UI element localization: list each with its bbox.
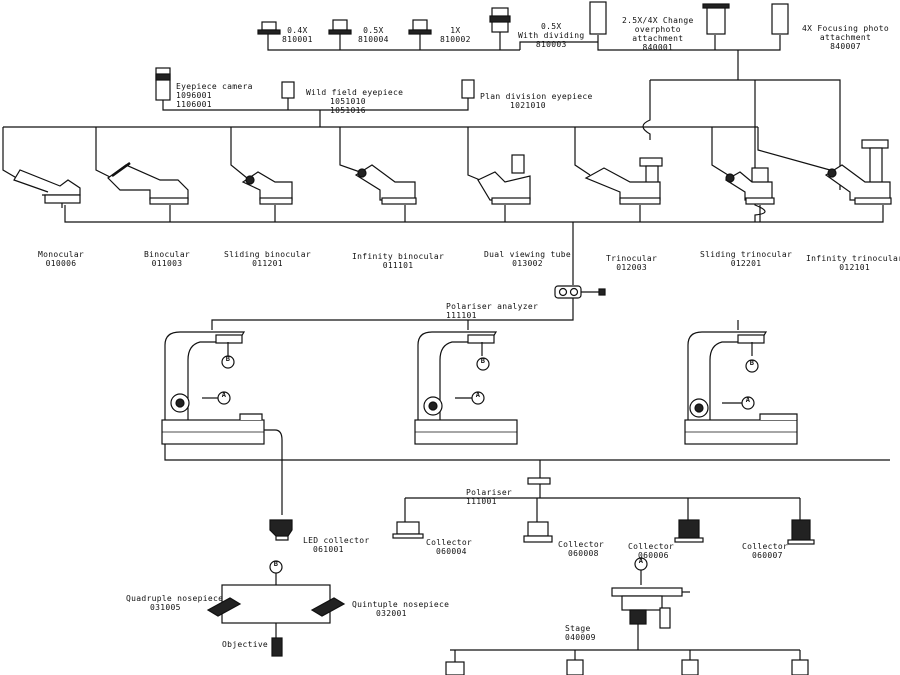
marker-b-text-2: B	[480, 357, 486, 365]
heads-bus-lines	[2, 126, 884, 285]
led-collector-icon	[269, 519, 293, 541]
microscope-stand-2-icon	[414, 331, 518, 445]
stands-bus-lines	[164, 298, 890, 480]
marker-a-text-4: A	[638, 557, 644, 565]
wide-field-eyepiece-icon	[281, 81, 295, 99]
eyepiece-camera-icon	[155, 67, 171, 101]
change-photo-icon	[589, 1, 607, 35]
sliding-trinocular-head-icon	[724, 167, 775, 205]
bottom-parts-icons	[445, 659, 809, 675]
marker-a-text-1: A	[221, 391, 227, 399]
microscope-stand-3-icon	[684, 331, 798, 445]
marker-b-text-1: B	[225, 355, 231, 363]
marker-a-circle-1	[217, 391, 231, 405]
c-mount-dividing-icon	[489, 7, 511, 33]
top-connector-lines	[267, 30, 841, 222]
c-mount-05-icon	[328, 19, 352, 35]
sliding-binocular-head-icon	[241, 171, 293, 205]
polariser-icon	[527, 477, 551, 485]
quintuple-nosepiece-icon	[310, 597, 346, 617]
dual-viewing-head-icon	[477, 154, 531, 205]
c-mount-1-icon	[408, 19, 432, 35]
objective-icon	[271, 637, 283, 657]
collector-3-icon	[674, 519, 704, 543]
microscope-stand-1-icon	[161, 331, 283, 515]
collector-2-icon	[523, 521, 553, 543]
collector-1-icon	[392, 521, 424, 539]
objective-label: Objective	[222, 640, 269, 649]
infinity-binocular-head-icon	[354, 164, 417, 205]
marker-b-text-4: B	[273, 560, 279, 568]
marker-a-circle-3	[741, 396, 755, 410]
collector-4-icon	[787, 519, 815, 545]
polariser-analyzer-icon	[554, 285, 606, 299]
marker-b-text-3: B	[749, 359, 755, 367]
c-mount-04-icon	[257, 21, 281, 35]
marker-a-text-2: A	[475, 391, 481, 399]
stage-icon	[611, 570, 690, 650]
marker-b-circle-4	[269, 560, 283, 574]
marker-b-circle-1	[221, 355, 235, 369]
marker-b-circle-3	[745, 359, 759, 373]
marker-a-text-3: A	[745, 396, 751, 404]
focusing-photo-icon	[702, 3, 789, 35]
quadruple-nosepiece-icon	[206, 597, 242, 617]
marker-a-circle-2	[471, 391, 485, 405]
plan-division-eyepiece-icon	[461, 79, 475, 99]
marker-b-circle-2	[476, 357, 490, 371]
eyepiece-connector-lines	[162, 98, 469, 127]
stage-bus-lines	[450, 649, 801, 668]
collector-bus-lines	[404, 484, 801, 522]
binocular-head-icon	[107, 161, 189, 205]
monocular-head-icon	[13, 169, 81, 208]
trinocular-head-icon	[584, 157, 663, 205]
infinity-trinocular-head-icon	[824, 139, 892, 205]
